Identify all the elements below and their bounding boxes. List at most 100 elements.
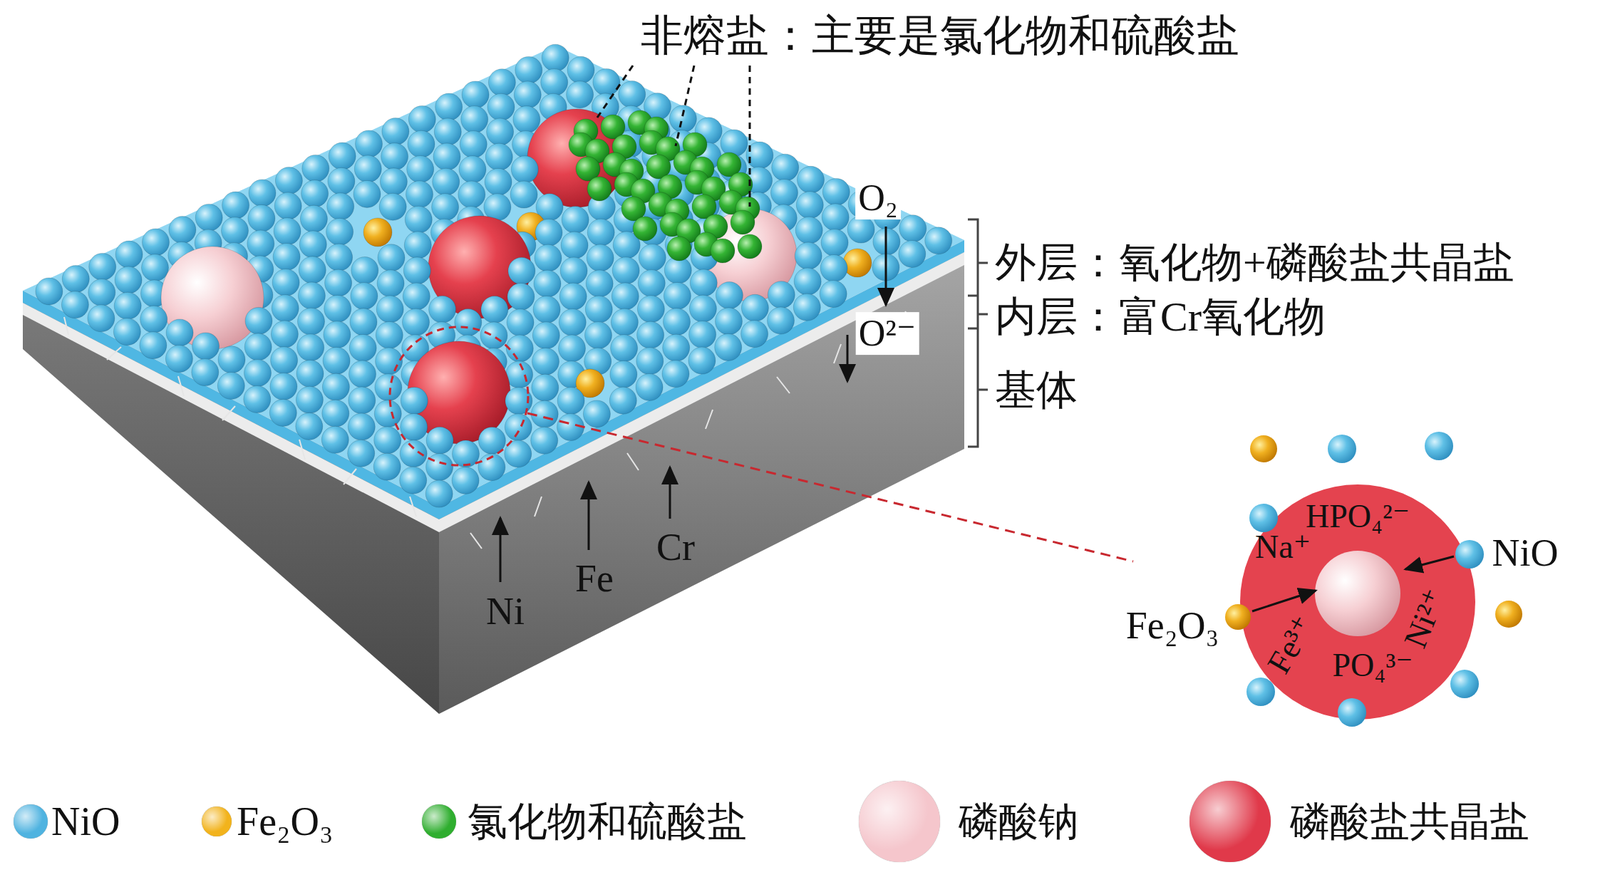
- nio-particle: [459, 131, 487, 159]
- nio-particle: [484, 168, 512, 196]
- nio-particle: [454, 309, 482, 337]
- nio-particle: [663, 282, 691, 310]
- nio-particle: [432, 168, 460, 196]
- nio-particle: [327, 167, 355, 195]
- nio-particle: [408, 105, 436, 133]
- nio-particle: [351, 257, 379, 285]
- nio-particle: [452, 440, 480, 468]
- nio-particle: [374, 400, 402, 428]
- nio-particle: [381, 143, 409, 171]
- nio-particle: [541, 44, 569, 72]
- label-text: 非熔盐：主要是氯化物和硫酸盐: [640, 11, 1240, 61]
- label-text: 内层：富Cr氧化物: [994, 293, 1326, 342]
- oxygen-arrow: [885, 226, 888, 306]
- nio-particle: [300, 205, 328, 233]
- nio-particle: [404, 205, 432, 234]
- nio-particle: [140, 305, 168, 333]
- label-text: O²⁻: [855, 312, 920, 355]
- nio-particle: [458, 156, 487, 184]
- nio-particle: [795, 216, 823, 244]
- label-text: PO₄³⁻: [1332, 647, 1414, 685]
- nio-particle: [322, 399, 350, 427]
- nio-particle: [610, 360, 638, 388]
- nio-particle: [114, 266, 142, 294]
- nio-particle: [794, 242, 822, 270]
- nio-particle: [741, 320, 769, 348]
- nio-particle: [248, 179, 276, 207]
- nio-particle: [485, 143, 513, 171]
- nio-particle: [560, 231, 588, 259]
- leader-line: [597, 65, 633, 118]
- nio-particle: [487, 93, 515, 121]
- fe2o3-particle: [363, 218, 392, 247]
- nio-particle: [637, 321, 665, 349]
- nio-particle: [407, 130, 435, 158]
- nio-particle: [557, 387, 585, 415]
- nio-particle: [481, 296, 509, 324]
- nio-particle: [511, 156, 539, 184]
- nio-particle: [302, 154, 330, 182]
- nio-particle: [296, 359, 324, 387]
- chloride-sulfate-particle: [730, 210, 755, 235]
- label-text: Na⁺: [1255, 528, 1311, 567]
- nio-particle: [347, 439, 375, 467]
- nio-particle: [431, 193, 459, 221]
- nio-particle: [377, 244, 405, 272]
- nio-particle: [114, 292, 142, 320]
- crack: [299, 439, 306, 460]
- nio-particle: [540, 69, 569, 97]
- nio-particle: [507, 282, 535, 311]
- nio-particle: [560, 257, 588, 285]
- nio-particle: [689, 269, 717, 297]
- nio-particle: [532, 347, 560, 375]
- nio-particle: [435, 93, 463, 121]
- nio-particle: [720, 129, 748, 157]
- nio-particle: [403, 257, 431, 285]
- substrate-front-face: [439, 240, 965, 715]
- label-text: Cr: [656, 525, 695, 570]
- nio-particle: [298, 256, 326, 284]
- cr-arrow: [669, 467, 672, 519]
- nio-particle: [192, 332, 220, 360]
- fe2o3-particle: [1250, 435, 1278, 463]
- crack: [106, 347, 122, 360]
- nio-particle: [689, 321, 717, 349]
- nio-particle: [1450, 669, 1479, 699]
- crack: [343, 468, 357, 485]
- nio-particle: [1455, 540, 1484, 569]
- legend-swatch: [13, 804, 48, 839]
- leader-line: [749, 65, 752, 207]
- nio-particle: [142, 228, 170, 256]
- nio-particle: [168, 216, 196, 244]
- nio-particle: [295, 386, 323, 414]
- nio-particle: [486, 118, 514, 146]
- nio-particle: [820, 255, 848, 283]
- nio-particle: [797, 166, 825, 194]
- nio-particle: [585, 270, 613, 298]
- nio-particle: [113, 318, 141, 346]
- nio-particle: [61, 291, 89, 319]
- nio-particle: [898, 240, 926, 268]
- fe2o3-particle: [843, 248, 872, 278]
- nio-particle: [532, 322, 560, 350]
- nio-particle: [375, 347, 403, 375]
- chloride-sulfate-particle: [632, 216, 658, 241]
- nio-particle: [480, 322, 508, 350]
- cracks: [64, 311, 918, 549]
- nio-particle: [559, 282, 587, 311]
- crack: [409, 496, 417, 517]
- nio-particle: [355, 130, 383, 158]
- nio-particle: [349, 308, 378, 336]
- nio-particle: [377, 270, 405, 298]
- nio-particle: [689, 295, 717, 323]
- nio-particle: [592, 68, 621, 96]
- nio-particle: [741, 294, 769, 322]
- layer-bracket: [967, 219, 988, 447]
- nio-particle: [217, 372, 245, 400]
- zoom-leader: [527, 413, 1134, 562]
- legend-text: NiO: [51, 798, 120, 845]
- nio-particle: [374, 374, 402, 402]
- crack: [627, 453, 639, 471]
- nio-particle: [585, 322, 613, 350]
